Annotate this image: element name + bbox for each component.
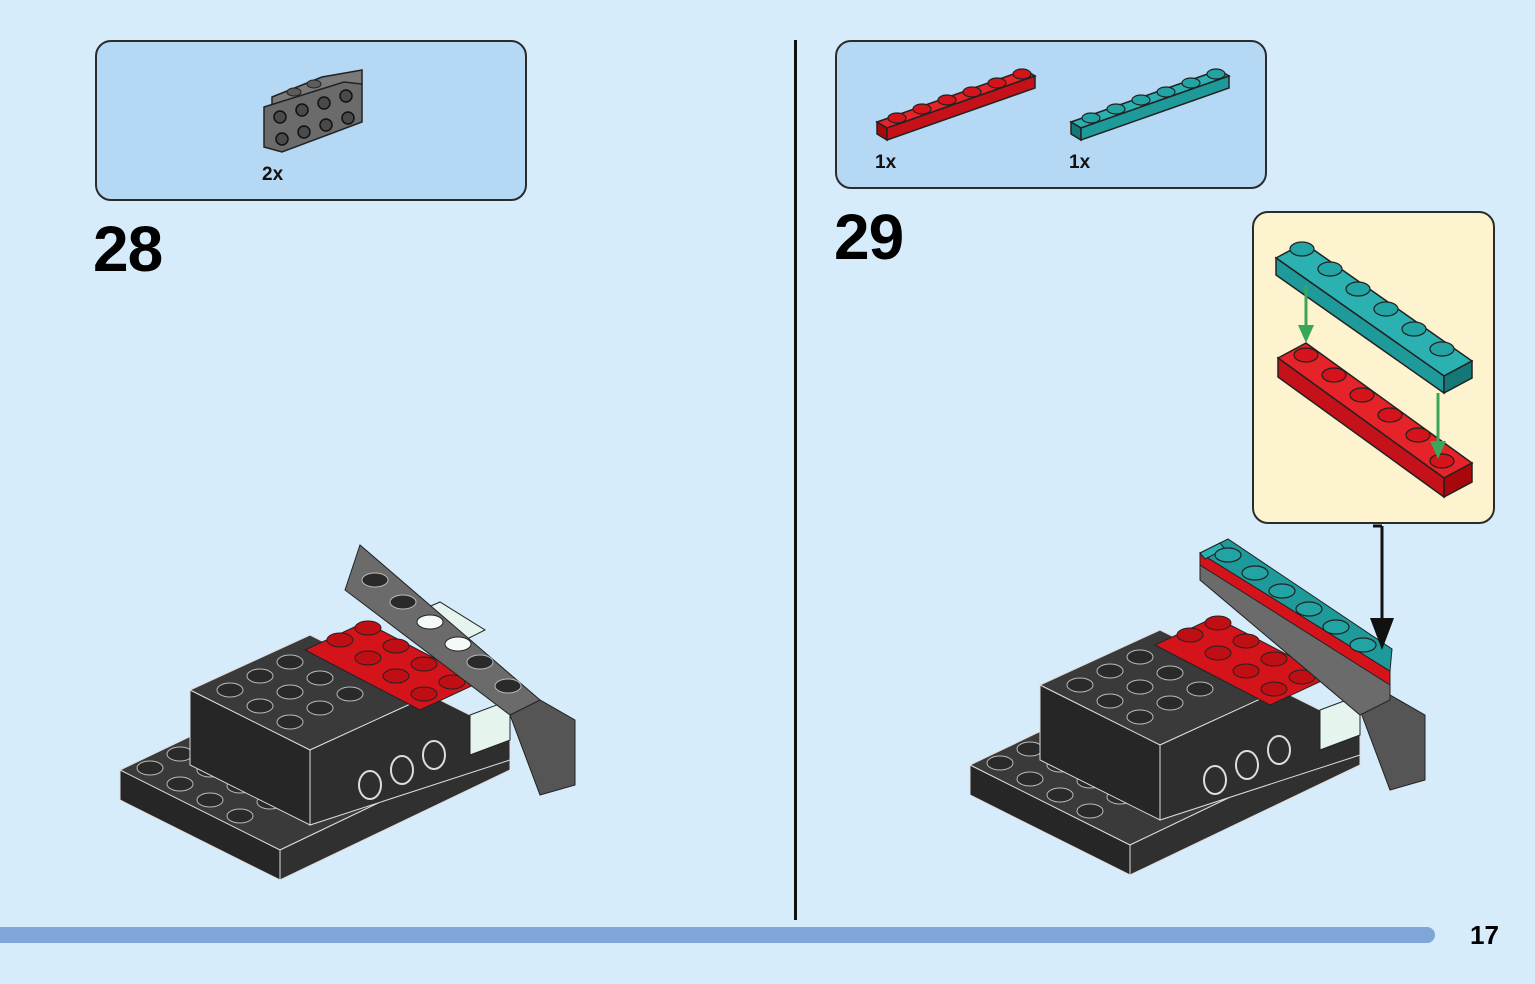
part-quantity: 1x	[1069, 152, 1091, 173]
page-number: 17	[1470, 920, 1499, 950]
parts-box-step-29: 1x 1x	[835, 40, 1267, 189]
teal-plate-1x6-icon	[1069, 68, 1231, 142]
step-number-28: 28	[93, 213, 163, 285]
model-assembly-step-29	[968, 538, 1426, 876]
sub-assembly-callout	[1252, 211, 1495, 524]
step-number-29: 29	[834, 201, 904, 273]
sub-assembly-diagram	[1274, 241, 1474, 499]
dark-gray-bracket-icon	[263, 69, 363, 153]
part-quantity: 2x	[262, 164, 284, 185]
page-divider	[794, 40, 797, 920]
part-quantity: 1x	[875, 152, 897, 173]
red-plate-1x6-icon	[875, 68, 1037, 142]
parts-box-step-28: 2x	[95, 40, 527, 201]
progress-bar	[0, 927, 1435, 943]
placement-arrow-icon	[1370, 524, 1394, 650]
model-assembly-step-28	[118, 544, 576, 881]
